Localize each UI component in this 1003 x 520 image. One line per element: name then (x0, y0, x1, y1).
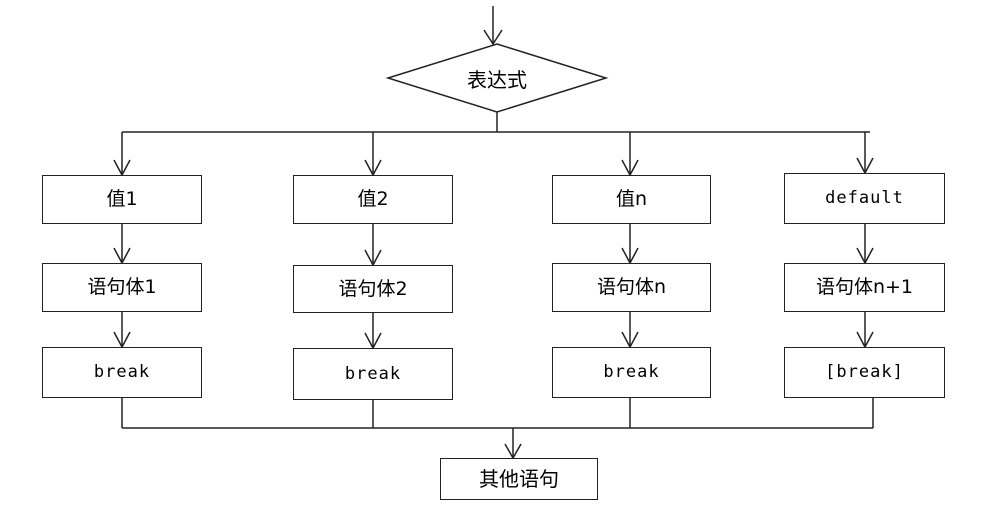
break-box: [break] (784, 347, 945, 398)
statement-body-box: 语句体1 (42, 263, 202, 312)
statement-body-box: 语句体n+1 (784, 263, 945, 312)
case-value-box: 值2 (293, 175, 453, 224)
statement-body-box: 语句体n (552, 263, 711, 312)
entry-arrowhead (483, 29, 503, 46)
decision-label: 表达式 (467, 67, 527, 92)
break-box: break (293, 348, 453, 400)
break-box: break (552, 347, 711, 398)
other-statements-box: 其他语句 (440, 458, 598, 500)
default-box: default (784, 173, 945, 224)
case-value-box: 值n (552, 175, 711, 224)
statement-body-box: 语句体2 (293, 265, 453, 313)
case-value-box: 值1 (42, 175, 202, 224)
break-box: break (42, 347, 202, 398)
